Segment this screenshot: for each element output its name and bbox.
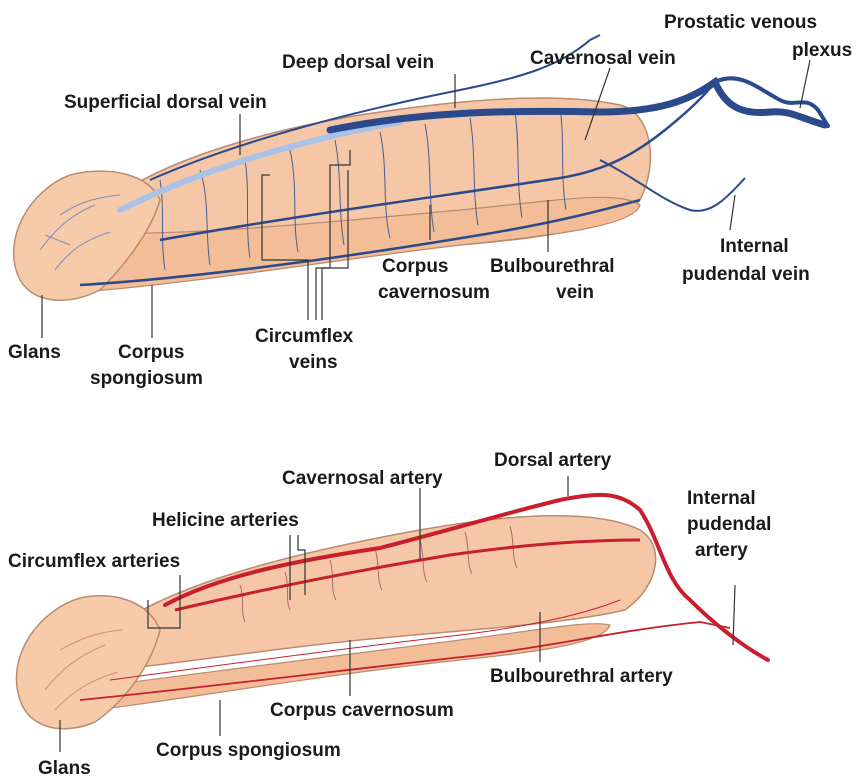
label-prostatic-venous-plexus-2: plexus xyxy=(792,40,852,61)
label-corpus-spongiosum-2: spongiosum xyxy=(90,368,203,389)
label-corpus-cavernosum-2: cavernosum xyxy=(378,282,490,303)
label-superficial-dorsal-vein: Superficial dorsal vein xyxy=(64,92,267,113)
label-helicine-arteries: Helicine arteries xyxy=(152,510,299,531)
artery-glans-shape xyxy=(16,596,160,729)
label-corpus-cavernosum-artery-panel: Corpus cavernosum xyxy=(270,700,454,721)
arteries-panel: Dorsal artery Cavernosal artery Internal… xyxy=(8,450,771,776)
label-circumflex-arteries: Circumflex arteries xyxy=(8,551,180,572)
label-glans-arteries: Glans xyxy=(38,758,91,776)
label-glans-veins: Glans xyxy=(8,342,61,363)
veins-panel: Prostatic venous plexus Deep dorsal vein… xyxy=(8,12,852,389)
label-corpus-cavernosum-1: Corpus xyxy=(382,256,449,277)
label-internal-pudendal-vein-1: Internal xyxy=(720,236,789,257)
label-corpus-spongiosum-artery-panel: Corpus spongiosum xyxy=(156,740,341,761)
label-corpus-spongiosum-1: Corpus xyxy=(118,342,185,363)
label-internal-pudendal-vein-2: pudendal vein xyxy=(682,264,810,285)
label-bulbourethral-vein-1: Bulbourethral xyxy=(490,256,615,277)
label-internal-pudendal-artery-1: Internal xyxy=(687,488,756,509)
label-dorsal-artery: Dorsal artery xyxy=(494,450,612,471)
label-internal-pudendal-artery-3: artery xyxy=(695,540,748,561)
label-bulbourethral-artery: Bulbourethral artery xyxy=(490,666,673,687)
label-circumflex-veins-1: Circumflex xyxy=(255,326,354,347)
label-cavernosal-artery: Cavernosal artery xyxy=(282,468,443,489)
label-prostatic-venous-plexus-1: Prostatic venous xyxy=(664,12,817,33)
label-cavernosal-vein: Cavernosal vein xyxy=(530,48,676,69)
label-circumflex-veins-2: veins xyxy=(289,352,338,373)
label-deep-dorsal-vein: Deep dorsal vein xyxy=(282,52,434,73)
artery-corpus-cavernosum-shape xyxy=(100,516,656,670)
label-bulbourethral-vein-2: vein xyxy=(556,282,594,303)
label-internal-pudendal-artery-2: pudendal xyxy=(687,514,771,535)
